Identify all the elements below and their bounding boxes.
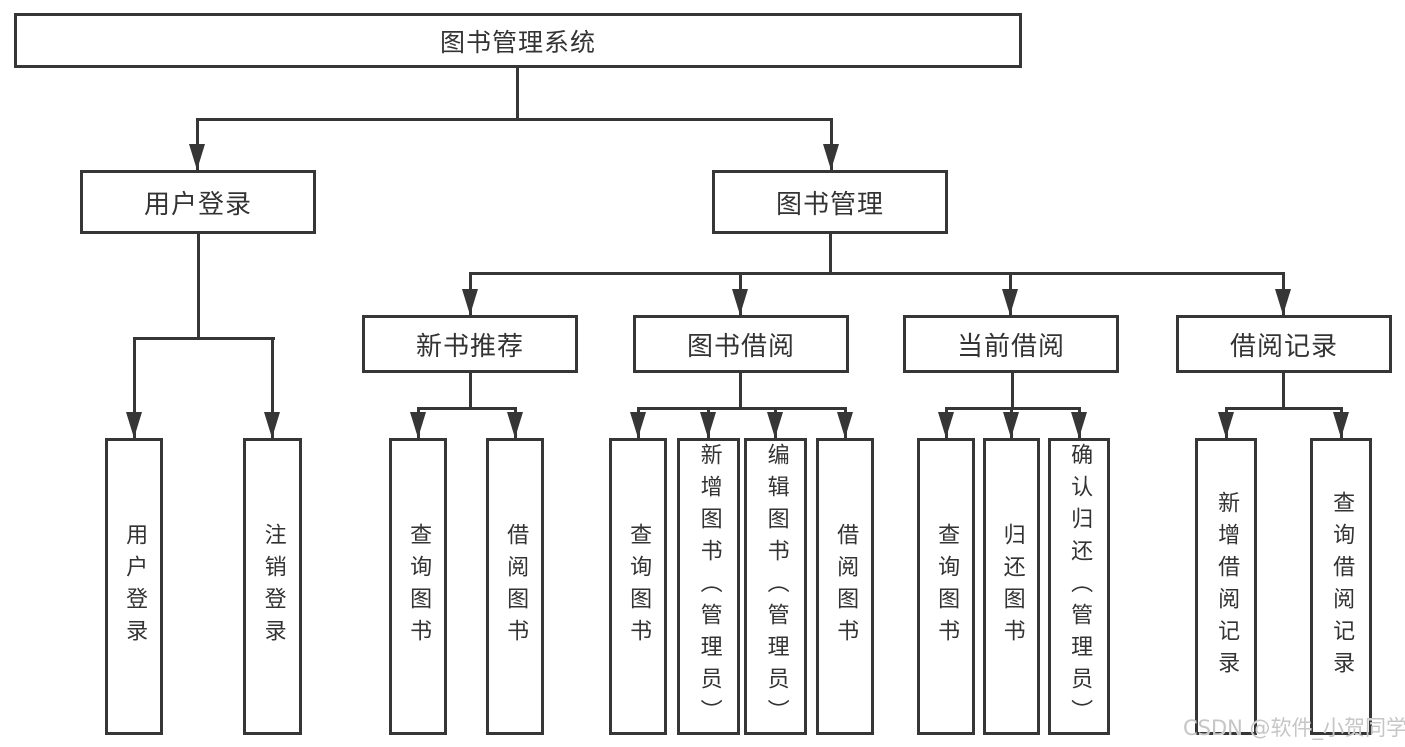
leaf-logout: 注销登录 bbox=[243, 438, 302, 735]
node-label: 新书推荐 bbox=[415, 331, 524, 362]
arrow-down-icon bbox=[1003, 412, 1019, 438]
arrow-down-icon bbox=[837, 412, 853, 438]
leaf-label: 查询借阅记录 bbox=[1329, 490, 1355, 683]
connector-line bbox=[133, 337, 136, 438]
arrow-down-icon bbox=[732, 289, 748, 315]
leaf-label: 用户登录 bbox=[122, 522, 148, 651]
leaf-confirm-return-admin: 确认归还（管理员） bbox=[1048, 438, 1110, 735]
node-user-login: 用户登录 bbox=[80, 170, 316, 234]
node-label: 图书管理系统 bbox=[439, 27, 596, 57]
arrow-down-icon bbox=[126, 412, 142, 438]
node-book-borrow: 图书借阅 bbox=[633, 315, 849, 373]
leaf-label: 借阅图书 bbox=[833, 522, 859, 651]
leaf-label: 注销登录 bbox=[260, 522, 286, 651]
arrow-down-icon bbox=[1333, 412, 1349, 438]
arrow-down-icon bbox=[462, 289, 478, 315]
leaf-return-book: 归还图书 bbox=[983, 438, 1040, 735]
connector-line bbox=[196, 118, 833, 121]
leaf-user-login: 用户登录 bbox=[105, 438, 163, 735]
leaf-add-borrow-record: 新增借阅记录 bbox=[1195, 438, 1257, 735]
connector-line bbox=[945, 407, 1081, 410]
leaf-query-books-recommend: 查询图书 bbox=[389, 438, 447, 735]
connector-line bbox=[637, 407, 847, 410]
arrow-down-icon bbox=[1218, 412, 1234, 438]
leaf-add-book-admin: 新增图书（管理员） bbox=[677, 438, 740, 735]
leaf-query-books-borrow: 查询图书 bbox=[609, 438, 667, 735]
arrow-down-icon bbox=[1071, 412, 1087, 438]
csdn-watermark: CSDN @软件_小贺同学 bbox=[1183, 716, 1405, 740]
leaf-label: 查询图书 bbox=[626, 522, 652, 651]
leaf-label: 新增借阅记录 bbox=[1214, 490, 1240, 683]
connector-line bbox=[417, 407, 517, 410]
leaf-borrow-books: 借阅图书 bbox=[816, 438, 874, 735]
arrow-down-icon bbox=[1275, 289, 1291, 315]
node-borrow-records: 借阅记录 bbox=[1176, 315, 1392, 373]
connector-line bbox=[1282, 373, 1285, 409]
node-label: 借阅记录 bbox=[1229, 331, 1338, 362]
leaf-query-books-current: 查询图书 bbox=[917, 438, 975, 735]
arrow-down-icon bbox=[823, 144, 839, 170]
node-label: 用户登录 bbox=[143, 189, 252, 220]
connector-line bbox=[469, 272, 1285, 275]
node-book-management: 图书管理 bbox=[712, 170, 948, 234]
node-new-book-recommend: 新书推荐 bbox=[362, 315, 578, 373]
leaf-label: 查询图书 bbox=[406, 522, 432, 651]
node-label: 图书借阅 bbox=[686, 331, 795, 362]
leaf-label: 归还图书 bbox=[999, 522, 1025, 651]
leaf-label: 借阅图书 bbox=[503, 522, 529, 651]
connector-line bbox=[739, 373, 742, 409]
connector-line bbox=[469, 373, 472, 409]
arrow-down-icon bbox=[1002, 289, 1018, 315]
arrow-down-icon bbox=[630, 412, 646, 438]
arrow-down-icon bbox=[938, 412, 954, 438]
connector-line bbox=[197, 234, 200, 340]
arrow-down-icon bbox=[410, 412, 426, 438]
arrow-down-icon bbox=[189, 144, 205, 170]
connector-line bbox=[516, 68, 519, 121]
arrow-down-icon bbox=[507, 412, 523, 438]
leaf-query-borrow-record: 查询借阅记录 bbox=[1310, 438, 1372, 735]
leaf-label: 确认归还（管理员） bbox=[1067, 442, 1093, 731]
arrow-down-icon bbox=[700, 412, 716, 438]
connector-line bbox=[1225, 407, 1342, 410]
connector-line bbox=[1011, 373, 1014, 409]
connector-line bbox=[271, 337, 274, 438]
leaf-label: 查询图书 bbox=[934, 522, 960, 651]
node-library-management-system: 图书管理系统 bbox=[14, 13, 1022, 68]
leaf-label: 编辑图书（管理员） bbox=[763, 442, 789, 731]
leaf-borrow-books-recommend: 借阅图书 bbox=[486, 438, 544, 735]
node-label: 当前借阅 bbox=[956, 331, 1065, 362]
arrow-down-icon bbox=[767, 412, 783, 438]
node-current-borrow: 当前借阅 bbox=[903, 315, 1119, 373]
leaf-edit-book-admin: 编辑图书（管理员） bbox=[744, 438, 807, 735]
arrow-down-icon bbox=[264, 412, 280, 438]
connector-line bbox=[133, 337, 275, 340]
node-label: 图书管理 bbox=[775, 189, 884, 220]
leaf-label: 新增图书（管理员） bbox=[696, 442, 722, 731]
connector-line bbox=[829, 234, 832, 275]
